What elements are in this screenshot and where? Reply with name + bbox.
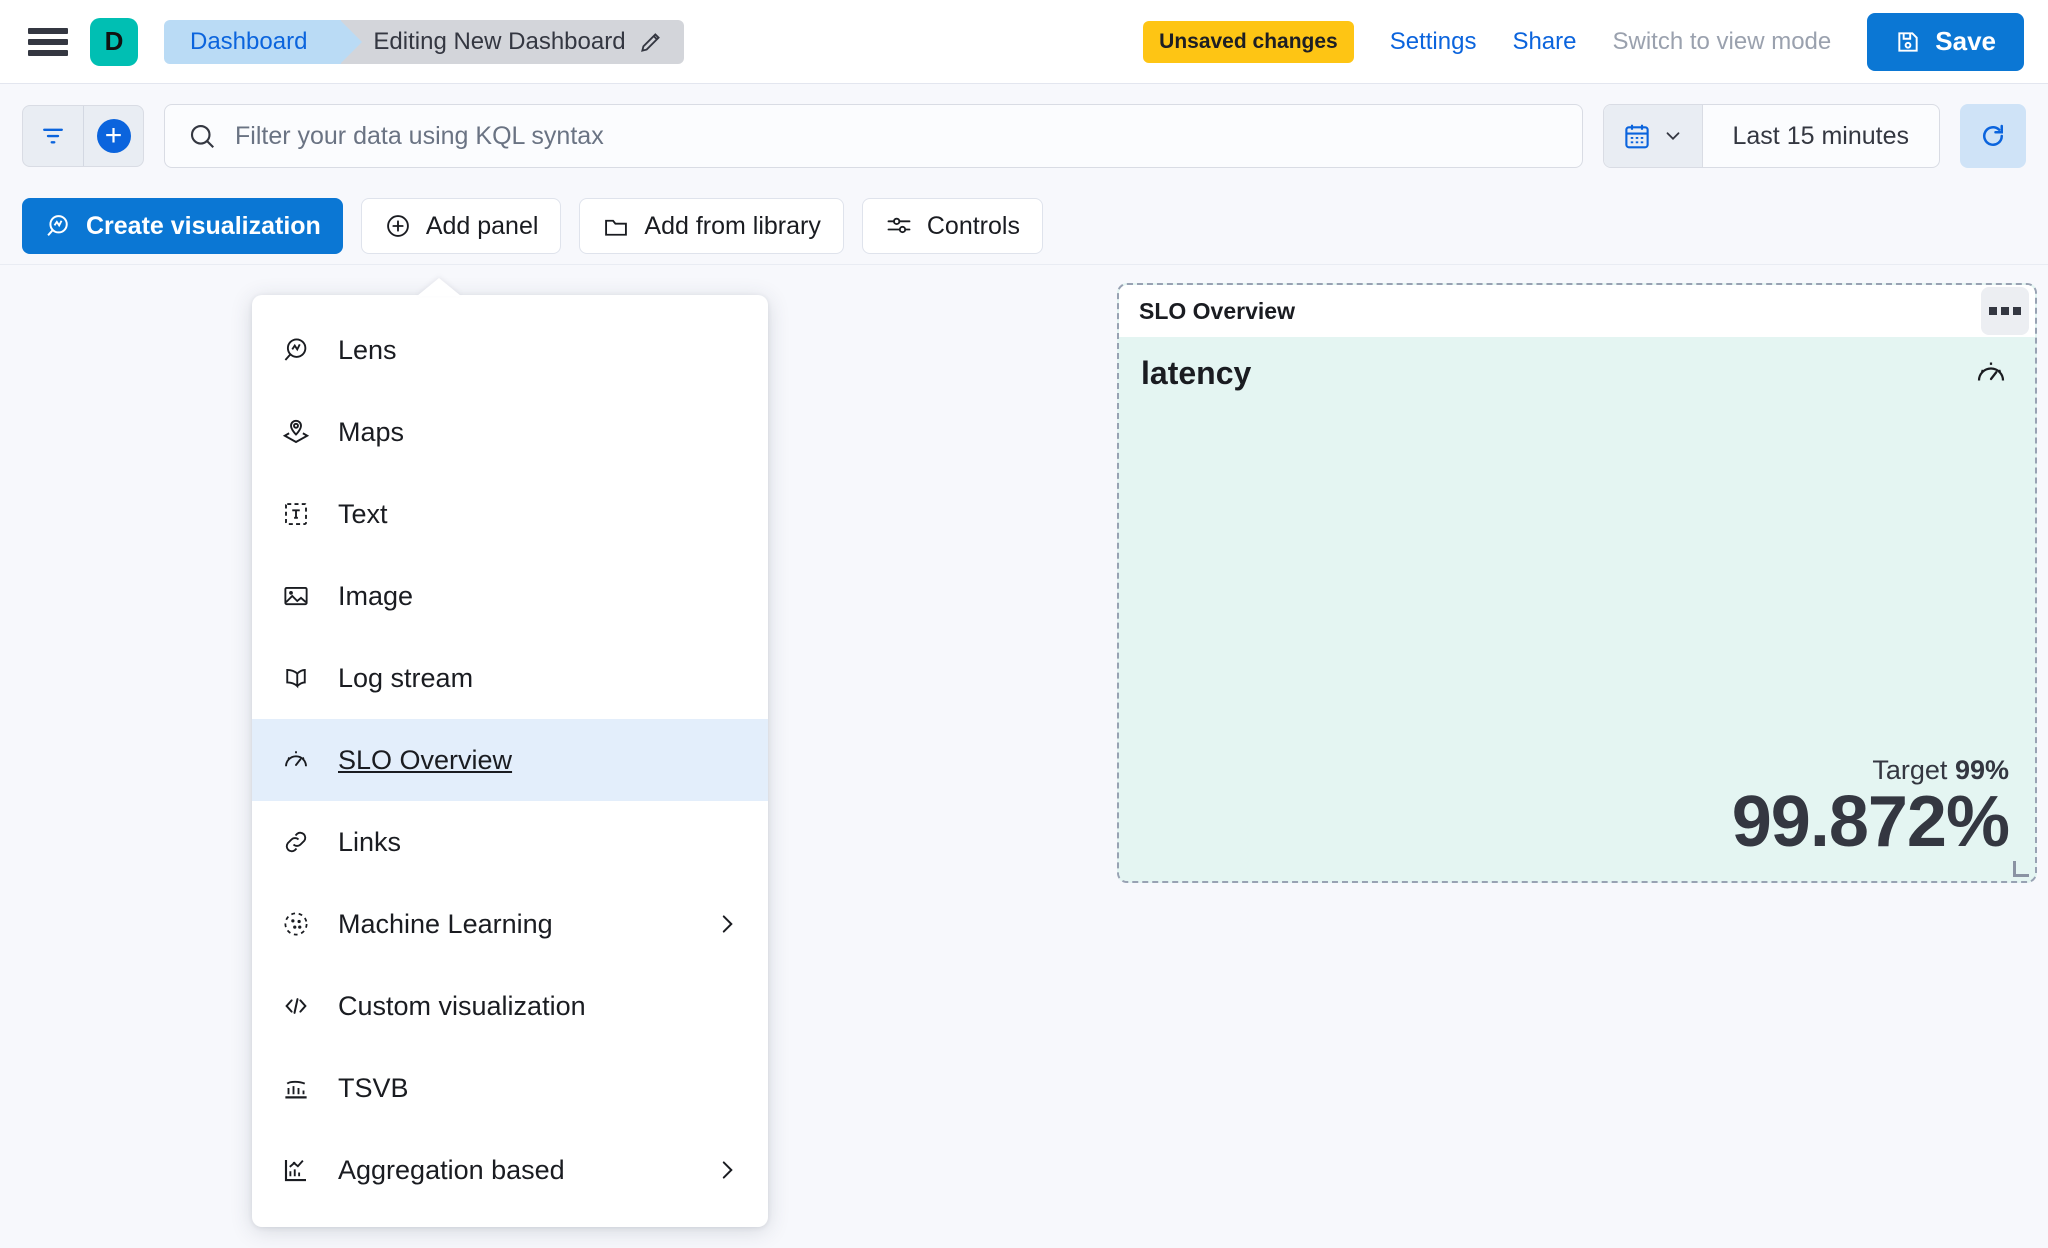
text-box-icon	[280, 498, 312, 530]
tsvb-bar-chart-icon	[280, 1072, 312, 1104]
create-visualization-label: Create visualization	[86, 211, 321, 240]
menu-item-links[interactable]: Links	[252, 801, 768, 883]
plus-circle-icon[interactable]: +	[83, 106, 143, 166]
chevron-down-icon	[1662, 125, 1684, 147]
chevron-right-icon	[714, 911, 740, 937]
search-input[interactable]: Filter your data using KQL syntax	[164, 104, 1583, 168]
breadcrumb-editing-label: Editing New Dashboard	[373, 27, 626, 55]
controls-button[interactable]: Controls	[861, 198, 1043, 254]
link-chain-icon	[280, 826, 312, 858]
menu-item-maps[interactable]: Maps	[252, 391, 768, 473]
search-icon	[187, 121, 217, 151]
add-from-library-button[interactable]: Add from library	[579, 198, 844, 254]
lens-icon	[44, 212, 72, 240]
menu-item-log-stream[interactable]: Log stream	[252, 637, 768, 719]
log-stream-icon	[280, 662, 312, 694]
menu-item-label: SLO Overview	[338, 744, 513, 775]
slo-target-label: Target	[1872, 754, 1948, 785]
panel-header: SLO Overview	[1119, 285, 2035, 337]
menu-item-aggregation-based[interactable]: Aggregation based	[252, 1129, 768, 1211]
avatar[interactable]: D	[90, 17, 138, 66]
add-from-library-label: Add from library	[644, 211, 821, 240]
controls-sliders-icon	[885, 212, 913, 240]
search-input-placeholder: Filter your data using KQL syntax	[235, 121, 604, 150]
menu-item-label: Lens	[338, 334, 397, 365]
menu-item-label: Aggregation based	[338, 1154, 565, 1185]
add-panel-button[interactable]: Add panel	[360, 198, 562, 254]
plus-circle-outline-icon	[384, 212, 412, 240]
header-actions: Unsaved changes Settings Share Switch to…	[1143, 12, 2024, 71]
image-icon	[280, 580, 312, 612]
menu-item-label: Custom visualization	[338, 990, 586, 1021]
menu-item-slo-overview[interactable]: SLO Overview	[252, 719, 768, 801]
filter-button-group: +	[22, 105, 144, 167]
share-link[interactable]: Share	[1512, 27, 1577, 55]
menu-item-label: Maps	[338, 416, 405, 447]
filter-funnel-icon[interactable]	[23, 106, 83, 166]
machine-learning-icon	[280, 908, 312, 940]
lens-icon	[280, 334, 312, 366]
dashboard-canvas: Lens Maps Text	[0, 264, 2048, 1248]
menu-item-label: TSVB	[338, 1072, 409, 1103]
settings-link[interactable]: Settings	[1389, 27, 1477, 55]
menu-item-custom-visualization[interactable]: Custom visualization	[252, 965, 768, 1047]
menu-item-label: Machine Learning	[338, 908, 553, 939]
refresh-button[interactable]	[1960, 104, 2026, 168]
save-button-label: Save	[1935, 26, 1996, 56]
time-range-picker: Last 15 minutes	[1602, 104, 1940, 168]
breadcrumb: Dashboard Editing New Dashboard	[164, 19, 684, 64]
menu-item-image[interactable]: Image	[252, 555, 768, 637]
chevron-right-icon	[714, 1157, 740, 1183]
panel-context-menu-icon[interactable]	[1981, 287, 2029, 335]
refresh-icon	[1978, 121, 2008, 151]
calendar-icon	[1622, 121, 1652, 151]
maps-pin-layers-icon	[280, 416, 312, 448]
switch-to-view-mode-link[interactable]: Switch to view mode	[1612, 27, 1832, 55]
pencil-icon[interactable]	[638, 29, 664, 55]
status-badge: Unsaved changes	[1143, 20, 1354, 63]
folder-icon	[602, 212, 630, 240]
aggregation-chart-icon	[280, 1154, 312, 1186]
menu-item-label: Image	[338, 580, 414, 611]
menu-item-lens[interactable]: Lens	[252, 309, 768, 391]
panel-body: latency Target 99% 99.872%	[1119, 337, 2035, 881]
menu-item-label: Links	[338, 826, 402, 857]
time-range-value[interactable]: Last 15 minutes	[1732, 121, 1910, 150]
breadcrumb-item-dashboard[interactable]: Dashboard	[164, 19, 363, 64]
gauge-icon	[1973, 355, 2009, 396]
menu-item-label: Text	[338, 498, 388, 529]
create-visualization-button[interactable]: Create visualization	[22, 198, 343, 254]
breadcrumb-item-editing[interactable]: Editing New Dashboard	[341, 19, 684, 64]
slo-metric-name: latency	[1141, 355, 1252, 391]
query-bar: + Filter your data using KQL syntax	[0, 84, 2048, 188]
add-panel-label: Add panel	[425, 211, 539, 240]
calendar-quick-select-button[interactable]	[1603, 105, 1703, 167]
controls-label: Controls	[926, 211, 1020, 240]
add-panel-menu: Lens Maps Text	[252, 295, 768, 1227]
slo-target: Target 99%	[1141, 755, 2009, 786]
slo-current-value: 99.872%	[1731, 781, 2010, 862]
top-header: D Dashboard Editing New Dashboard Unsave…	[0, 0, 2048, 84]
editor-toolbar: Create visualization Add panel Add from …	[0, 188, 2048, 264]
gauge-icon	[280, 744, 312, 776]
save-button[interactable]: Save	[1867, 12, 2024, 71]
menu-item-tsvb[interactable]: TSVB	[252, 1047, 768, 1129]
save-disk-icon	[1895, 29, 1921, 55]
menu-item-label: Log stream	[338, 662, 474, 693]
hamburger-menu-icon[interactable]	[28, 25, 68, 59]
panel-resize-handle[interactable]	[2013, 861, 2029, 877]
slo-overview-panel[interactable]: SLO Overview latency Target 99	[1117, 283, 2037, 883]
slo-target-value: 99%	[1954, 754, 2009, 785]
menu-item-text[interactable]: Text	[252, 473, 768, 555]
code-brackets-icon	[280, 990, 312, 1022]
panel-title: SLO Overview	[1139, 297, 1295, 324]
menu-item-machine-learning[interactable]: Machine Learning	[252, 883, 768, 965]
breadcrumb-dashboard-label: Dashboard	[190, 27, 308, 55]
